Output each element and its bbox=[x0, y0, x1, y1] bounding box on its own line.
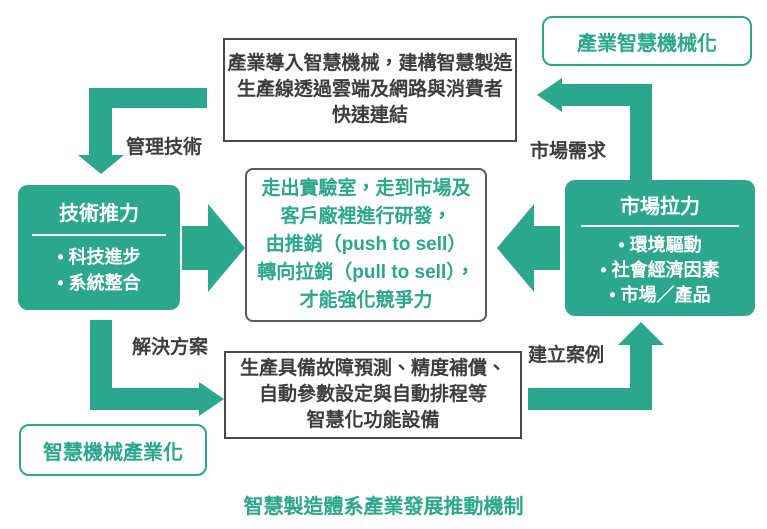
arrow-up-head-icon bbox=[618, 322, 664, 345]
bottom-equipment-box: 生產具備故障預測、精度補償、 自動參數設定與自動排程等 智慧化功能設備 bbox=[224, 351, 522, 439]
arrow-top-right-horizontal-bar bbox=[562, 84, 652, 106]
arrow-bottom-right-horizontal-bar bbox=[528, 388, 640, 410]
top-process-line-3: 快速連結 bbox=[331, 105, 408, 126]
block-arrow-left-head-icon bbox=[497, 204, 534, 292]
label-solution: 解決方案 bbox=[132, 337, 209, 358]
tech-push-item-2: • 系統整合 bbox=[57, 273, 141, 293]
tech-push-item-1: • 科技進步 bbox=[57, 247, 141, 267]
center-strategy-line-5: 才能強化競爭力 bbox=[299, 290, 433, 311]
label-management-technology: 管理技術 bbox=[126, 137, 203, 158]
arrow-bottom-left-vertical-bar bbox=[90, 320, 112, 410]
diagram-caption: 智慧製造體系產業發展推動機制 bbox=[243, 496, 524, 518]
arrow-top-right-vertical-bar bbox=[630, 84, 652, 180]
market-pull-box: 市場拉力 • 環境驅動 • 社會經濟因素 • 市場／產品 bbox=[565, 180, 755, 316]
tag-smart-machinery-industrialization: 智慧機械產業化 bbox=[19, 424, 207, 476]
market-pull-item-3: • 市場／產品 bbox=[609, 285, 711, 305]
center-strategy-box: 走出實驗室，走到市場及 客戶廠裡進行研發， 由推銷（push to sell） … bbox=[245, 168, 487, 322]
block-arrow-right-shaft bbox=[533, 226, 560, 270]
tech-push-divider bbox=[32, 234, 166, 236]
arrow-bottom-left-horizontal-bar bbox=[90, 388, 200, 410]
bottom-equipment-line-1: 生產具備故障預測、精度補償、 bbox=[239, 358, 506, 379]
market-pull-title: 市場拉力 bbox=[620, 196, 700, 218]
block-arrow-left-shaft bbox=[182, 226, 209, 270]
block-arrow-right-head-icon bbox=[208, 204, 245, 292]
center-strategy-line-1: 走出實驗室，走到市場及 bbox=[261, 178, 471, 199]
label-market-demand: 市場需求 bbox=[530, 141, 607, 162]
tag-industry-smart-machinery-label: 產業智慧機械化 bbox=[577, 32, 717, 55]
market-pull-item-2: • 社會經濟因素 bbox=[600, 260, 720, 280]
top-process-box: 產業導入智慧機械，建構智慧製造 生產線透過雲端及網路與消費者 快速連結 bbox=[223, 38, 517, 142]
tech-push-box: 技術推力 • 科技進步 • 系統整合 bbox=[18, 185, 180, 310]
arrow-left-head-icon bbox=[537, 78, 562, 112]
center-strategy-line-3: 由推銷（push to sell） bbox=[265, 234, 467, 255]
market-pull-item-1: • 環境驅動 bbox=[618, 235, 702, 255]
tag-smart-machinery-industrialization-label: 智慧機械產業化 bbox=[43, 441, 183, 464]
center-strategy-line-2: 客戶廠裡進行研發， bbox=[280, 206, 452, 227]
market-pull-divider bbox=[581, 225, 739, 227]
top-process-line-2: 生產線透過雲端及網路與消費者 bbox=[236, 79, 503, 100]
center-strategy-line-4: 轉向拉銷（pull to sell）， bbox=[257, 262, 475, 283]
top-process-line-1: 產業導入智慧機械，建構智慧製造 bbox=[227, 53, 513, 74]
tag-industry-smart-machinery: 產業智慧機械化 bbox=[542, 16, 752, 66]
arrow-down-head-icon bbox=[78, 155, 124, 174]
arrow-top-left-vertical-bar bbox=[89, 88, 112, 156]
arrow-top-left-horizontal-bar bbox=[95, 88, 207, 108]
bottom-equipment-line-2: 自動參數設定與自動排程等 bbox=[258, 384, 487, 405]
label-build-cases: 建立案例 bbox=[528, 345, 605, 366]
arrow-right-head-icon bbox=[199, 382, 224, 416]
tech-push-title: 技術推力 bbox=[59, 203, 139, 225]
arrow-bottom-right-vertical-bar bbox=[630, 344, 652, 410]
bottom-equipment-line-3: 智慧化功能設備 bbox=[306, 410, 440, 431]
